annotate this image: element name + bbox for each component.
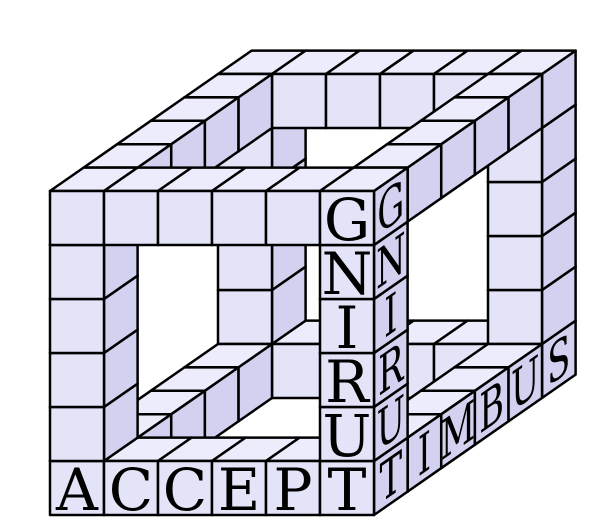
cube-front-face	[318, 189, 376, 247]
letter-vertical-front: I	[336, 294, 359, 362]
letter-bottom-front: P	[273, 456, 312, 524]
letter-bottom-front: E	[218, 456, 260, 524]
cube-front-face	[210, 189, 268, 247]
cube-front-face	[486, 234, 544, 292]
cube-blocks	[48, 49, 577, 517]
cube-front-face	[264, 189, 322, 247]
cube-front-face	[216, 288, 274, 346]
cube-front-face	[156, 189, 214, 247]
letter-vertical-side: I	[384, 281, 397, 352]
cube-front-face	[270, 342, 328, 400]
cube-front-face	[486, 288, 544, 346]
letter-vertical-front: N	[322, 240, 373, 308]
cube-front-face	[102, 189, 160, 247]
letter-vertical-front: R	[325, 348, 371, 416]
cube-front-face	[486, 180, 544, 238]
letter-bottom-front: C	[163, 456, 207, 524]
letter-vertical-side: T	[380, 439, 402, 517]
letter-bottom-side: S	[547, 322, 570, 400]
letter-vertical-front: T	[328, 456, 367, 524]
cube-front-face	[48, 405, 106, 463]
letter-bottom-front: A	[55, 456, 99, 524]
letter-bottom-front: C	[109, 456, 153, 524]
letter-bottom-side: T	[380, 439, 402, 517]
letter-vertical-front: U	[323, 402, 372, 470]
cube-front-face	[48, 297, 106, 355]
letter-vertical-front: G	[324, 186, 370, 254]
letter-bottom-front: T	[328, 456, 367, 524]
cube-front-face	[48, 189, 106, 247]
letter-bottom-side: I	[418, 419, 431, 490]
cube-front-face	[48, 243, 106, 301]
cube-front-face	[324, 72, 382, 130]
cube-front-face	[48, 351, 106, 409]
cube-front-face	[270, 72, 328, 130]
